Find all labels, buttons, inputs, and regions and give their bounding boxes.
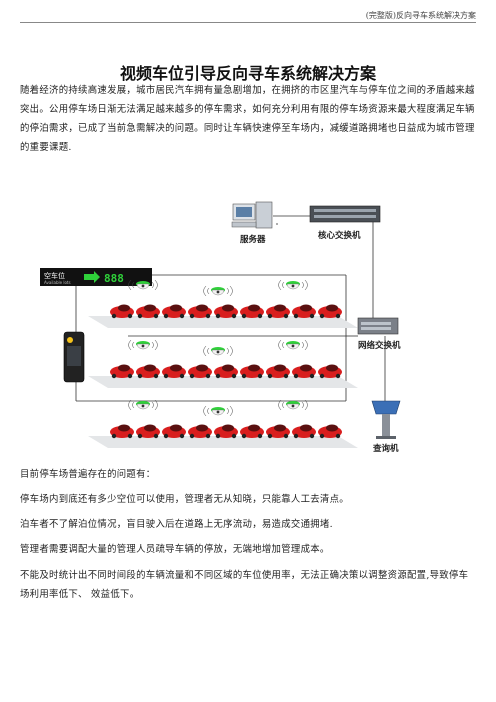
server-label: 服务器 (240, 234, 266, 245)
detector-camera-icon (128, 339, 158, 351)
car-icon (266, 424, 290, 439)
car-icon (136, 304, 160, 319)
issue-item: 停车场内到底还有多少空位可以使用，管理者无从知晓，只能靠人工去清点。 (20, 494, 349, 505)
core-switch-label: 核心交换机 (318, 230, 361, 241)
detector-camera-icon (278, 339, 308, 351)
car-icon (162, 304, 186, 319)
detector-camera-icon (203, 285, 233, 297)
car-icon (162, 424, 186, 439)
detector-camera-icon (278, 279, 308, 291)
car-icon (136, 424, 160, 439)
arrow-right-icon (84, 271, 100, 283)
issue-item: 管理者需要调配大量的管理人员疏导车辆的停放，无端地增加管理成本。 (20, 544, 330, 555)
car-icon (214, 424, 238, 439)
intro-paragraph: 随着经济的持续高速发展，城市居民汽车拥有量急剧增加，在拥挤的市区里汽车与停车位之… (20, 85, 475, 153)
car-icon (266, 304, 290, 319)
car-icon (240, 424, 264, 439)
server-icon (231, 201, 273, 229)
car-icon (188, 304, 212, 319)
car-icon (292, 304, 316, 319)
car-icon (266, 364, 290, 379)
issues-heading: 目前停车场普遍存在的问题有： (20, 469, 156, 480)
page-header: (完整版)反向寻车系统解决方案 (365, 11, 476, 20)
car-icon (214, 304, 238, 319)
parking-floor (88, 376, 358, 388)
query-kiosk-icon (371, 400, 401, 439)
car-icon (318, 364, 342, 379)
network-switch-icon (357, 317, 399, 335)
svg-text:Available lots: Available lots (44, 280, 71, 285)
issue-item: 泊车者不了解泊位情况，盲目驶入后在道路上无序流动，易造成交通拥堵. (20, 519, 333, 530)
car-icon (110, 424, 134, 439)
document-title: 视频车位引导反向寻车系统解决方案 (119, 64, 376, 83)
car-icon (292, 424, 316, 439)
kiosk-label: 查询机 (372, 443, 399, 454)
car-icon (188, 364, 212, 379)
car-icon (188, 424, 212, 439)
car-icon (292, 364, 316, 379)
car-icon (136, 364, 160, 379)
detector-camera-icon (128, 279, 158, 291)
available-lots-sign: 空车位 Available lots 888 (40, 268, 152, 286)
parking-floor (88, 436, 358, 448)
detector-camera-icon (278, 399, 308, 411)
car-icon (318, 304, 342, 319)
guidance-screen-icon (63, 331, 85, 383)
car-icon (110, 304, 134, 319)
car-icon (162, 364, 186, 379)
svg-text:空车位: 空车位 (44, 271, 65, 280)
network-switch-label: 网络交换机 (358, 340, 401, 351)
detector-camera-icon (128, 399, 158, 411)
svg-text:888: 888 (104, 272, 124, 285)
detector-camera-icon (203, 405, 233, 417)
issue-item: 不能及时统计出不同时间段的车辆流量和不同区域的车位使用率，无法正确决策以调整资源… (20, 570, 469, 600)
parking-rows (88, 279, 358, 448)
parking-floor (88, 316, 358, 328)
car-icon (214, 364, 238, 379)
header-divider (20, 22, 476, 23)
car-icon (240, 364, 264, 379)
car-icon (318, 424, 342, 439)
car-icon (240, 304, 264, 319)
core-switch-icon (309, 205, 381, 223)
system-diagram: 服务器 核心交换机 空车位 Available lots 888 网络交换机 查… (40, 201, 401, 454)
car-icon (110, 364, 134, 379)
detector-camera-icon (203, 345, 233, 357)
